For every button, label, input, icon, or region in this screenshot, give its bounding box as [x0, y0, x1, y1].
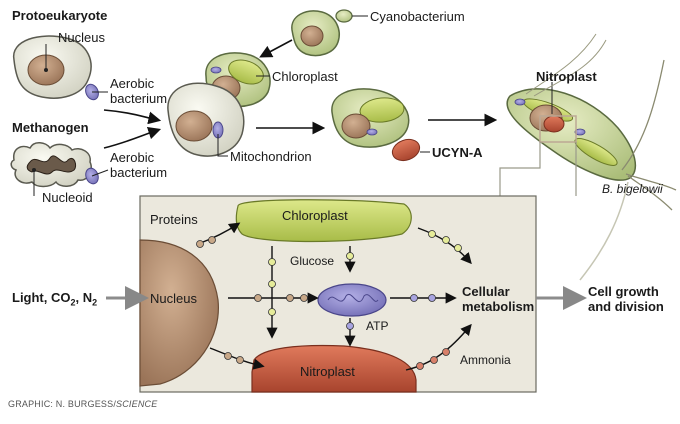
chloroplast-top-label: Chloroplast [272, 69, 338, 84]
cyanobacterium-label: Cyanobacterium [370, 9, 465, 24]
aerobic-bacterium-icon-1 [85, 83, 108, 101]
mitochondrion-label: Mitochondrion [230, 149, 312, 164]
eukaryote-cell [167, 82, 245, 157]
protoeukaryote-label: Protoeukaryote [12, 8, 108, 23]
panel-nucleus-label: Nucleus [150, 291, 197, 306]
species-label: B. bigelowii [602, 182, 663, 196]
cyanobacterium-cell [291, 9, 368, 57]
methanogen-label: Methanogen [12, 120, 89, 135]
molecule-beads [196, 230, 462, 370]
panel-nucleus-shape [139, 239, 219, 387]
arrow-protoeukaryote-to-cell [103, 109, 162, 125]
credit-prefix: GRAPHIC: N. BURGESS/ [8, 399, 117, 409]
credit-source: SCIENCE [116, 399, 158, 409]
ucyn-a-label: UCYN-A [432, 145, 483, 160]
aerobic-bacterium-label-2: Aerobic bacterium [110, 150, 168, 180]
panel-chloroplast-label: Chloroplast [282, 208, 348, 223]
panel-ammonia-label: Ammonia [460, 353, 511, 367]
arrow-ammonia-to-metabolism [405, 323, 472, 371]
input-sub-1: 2 [70, 297, 76, 308]
credit-line: GRAPHIC: N. BURGESS/SCIENCE [8, 399, 157, 409]
methanogen-cell [10, 142, 92, 196]
panel-proteins-label: Proteins [150, 212, 198, 227]
panel-glucose-label: Glucose [290, 254, 335, 268]
panel-nitroplast-label: Nitroplast [300, 364, 355, 379]
input-n: , N [75, 290, 93, 305]
aerobic-bacterium-label-1: Aerobic bacterium [110, 76, 168, 106]
panel-metabolism-label: Cellular metabolism [462, 284, 535, 314]
nucleoid-label: Nucleoid [42, 190, 93, 205]
input-sub-2: 2 [92, 297, 98, 308]
nucleus-top-label: Nucleus [58, 30, 105, 45]
nitroplast-top-label: Nitroplast [536, 69, 597, 84]
panel-chloroplast-shape [235, 199, 412, 243]
panel-nitroplast-shape [251, 344, 417, 393]
input-light-co: Light, CO [12, 290, 71, 305]
arrow-methanogen-to-cell [103, 126, 162, 149]
output-label: Cell growth and division [588, 284, 664, 314]
arrow-cyano-to-cell [259, 39, 293, 58]
b-bigelowii-cell [506, 33, 677, 281]
protoeukaryote-cell [13, 35, 92, 99]
aerobic-bacterium-icon-2 [85, 167, 109, 185]
input-label: Light, CO2, N2 [12, 290, 97, 311]
zoom-connector-left [499, 142, 541, 196]
panel-atp-label: ATP [366, 319, 389, 333]
algal-cell-ucyn [331, 88, 430, 162]
